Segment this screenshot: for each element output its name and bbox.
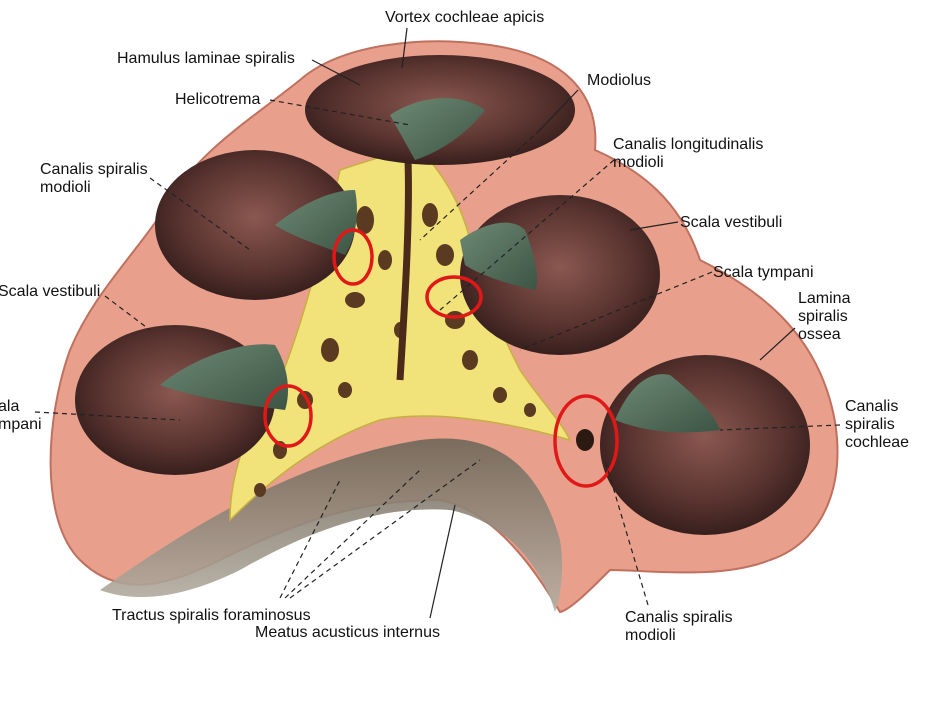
label-scala-vestibuli-left: Scala vestibuli: [0, 283, 101, 300]
highlight-circles: [263, 228, 619, 488]
label-hamulus-laminae-spiralis: Hamulus laminae spiralis: [117, 50, 295, 67]
label-canalis-spiralis-cochleae: Canalis spiralis cochleae: [845, 398, 910, 451]
highlight-circle-1: [332, 228, 374, 286]
label-scala-tympani-left: ala mpani: [0, 398, 42, 433]
membrane-apex: [390, 98, 485, 160]
label-canalis-spiralis-modioli-bottom: Canalis spiralis modioli: [625, 609, 733, 644]
highlight-circle-4: [553, 394, 619, 488]
label-lamina-spiralis-ossea: Lamina spiralis ossea: [798, 290, 851, 343]
label-scala-tympani-right: Scala tympani: [713, 264, 814, 281]
label-vortex-cochleae-apicis: Vortex cochleae apicis: [385, 9, 545, 26]
label-canalis-spiralis-modioli-left: Canalis spiralis modioli: [40, 161, 148, 196]
canalis-spiralis-opening: [576, 429, 594, 451]
label-helicotrema: Helicotrema: [175, 91, 261, 108]
modiolus-canal: [396, 159, 412, 381]
membrane-left-lower: [160, 344, 288, 410]
label-modiolus: Modiolus: [587, 72, 652, 89]
leader-lines: [34, 27, 841, 619]
meatus-region: [100, 438, 563, 612]
membrane-left-upper: [275, 190, 357, 255]
left-upper-chamber: [155, 150, 355, 300]
label-tractus-spiralis-foraminosus: Tractus spiralis foraminosus: [112, 607, 311, 624]
label-canalis-longitudinalis-modioli: Canalis longitudinalis modioli: [613, 136, 764, 171]
label-meatus-acusticus-internus: Meatus acusticus internus: [255, 624, 440, 641]
highlight-circle-3: [263, 384, 313, 448]
membrane-right-lower: [615, 374, 720, 433]
right-lower-chamber: [600, 355, 810, 535]
highlight-circle-2: [425, 275, 483, 319]
membrane-right-upper: [460, 222, 537, 290]
label-scala-vestibuli-right: Scala vestibuli: [680, 214, 783, 231]
